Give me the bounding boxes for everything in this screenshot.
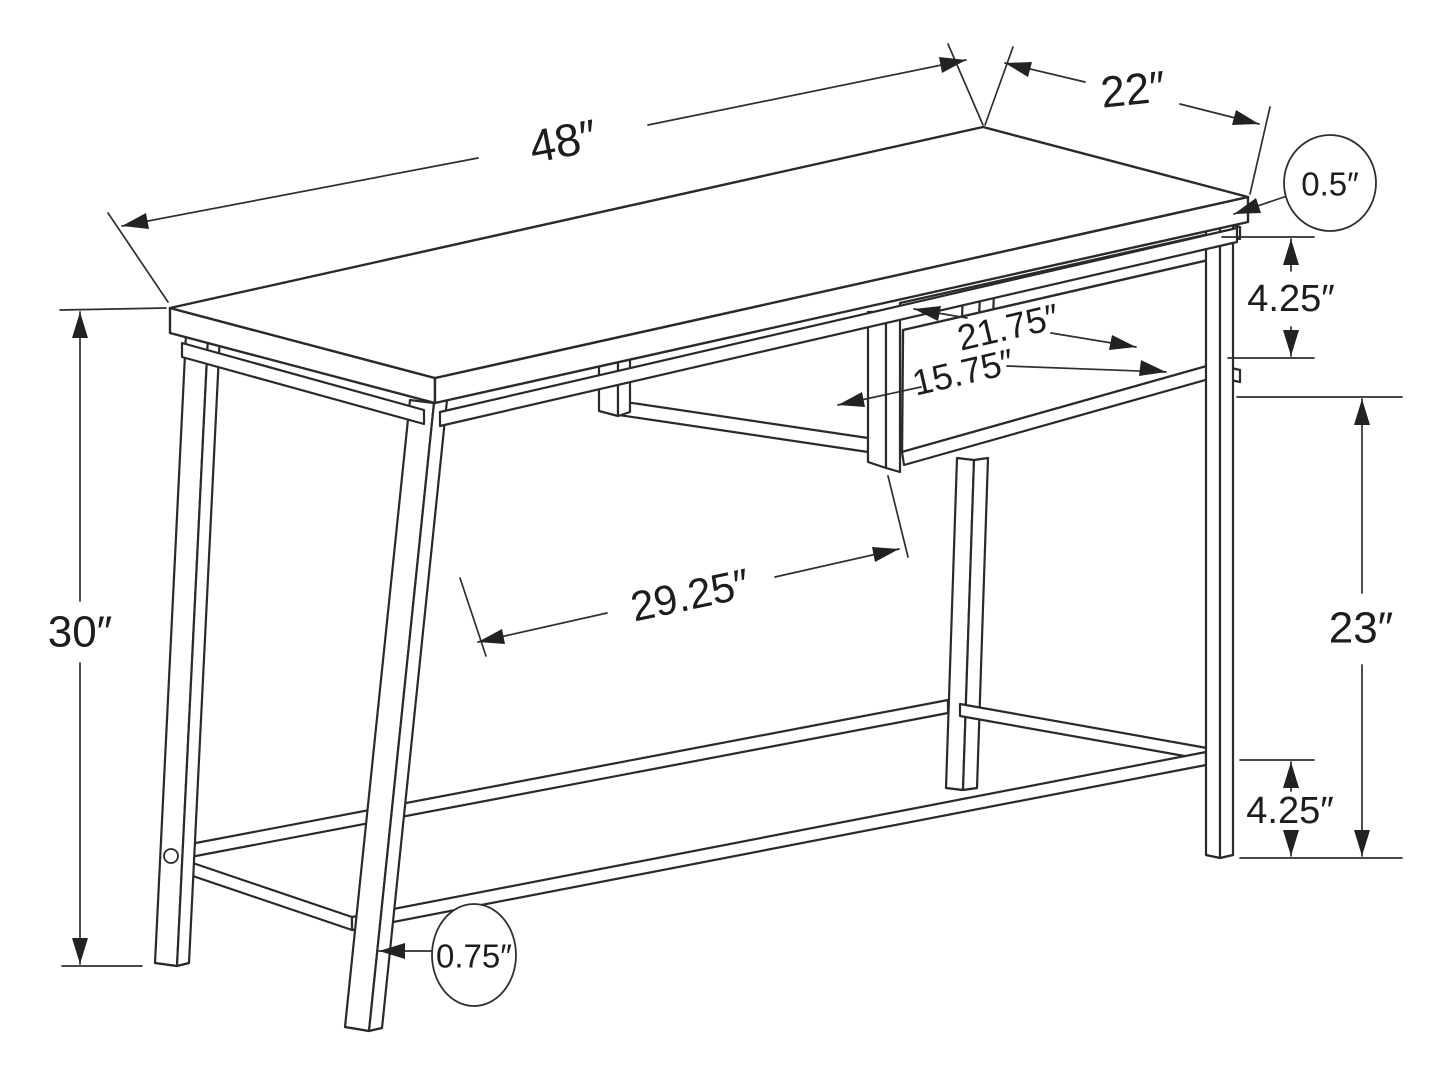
back-left-leg-foot bbox=[154, 962, 190, 967]
dim-30-tick-top bbox=[59, 307, 167, 311]
dim-frame-tube-label: 0.75″ bbox=[436, 938, 512, 975]
dim-425t-arrow-down bbox=[1283, 330, 1299, 356]
dim-1575-arrow-left bbox=[838, 392, 865, 407]
dim-leg-height: 23″ bbox=[1236, 396, 1403, 859]
dim-22-arrow-left bbox=[1005, 62, 1032, 77]
dim-2925-arrow-left bbox=[478, 629, 505, 644]
front-right-leg-side bbox=[1218, 221, 1235, 860]
desktop-top-face bbox=[168, 125, 1250, 380]
dim-425t-arrow-up bbox=[1283, 239, 1299, 265]
dim-05-circle bbox=[1283, 134, 1377, 232]
dim-1575-arrow-right bbox=[1139, 360, 1166, 376]
dim-shelf-clearance: 4.25″ bbox=[1221, 236, 1335, 359]
dim-075-arrow bbox=[379, 943, 405, 959]
dim-48-ext-right bbox=[947, 43, 984, 126]
front-left-leg-foot bbox=[344, 1026, 383, 1032]
dim-48-line bbox=[121, 59, 967, 227]
dim-desk-width: 48″ bbox=[107, 43, 984, 303]
front-stretcher bbox=[350, 750, 1208, 932]
dim-desk-height-label: 30″ bbox=[48, 608, 113, 657]
dim-stretcher-height: 4.25″ bbox=[1239, 759, 1334, 857]
shelf-bracket bbox=[866, 310, 888, 470]
dim-48-ext-left bbox=[107, 212, 169, 303]
dim-shelf-clearance-label: 4.25″ bbox=[1247, 278, 1334, 320]
dim-425b-arrow-up bbox=[1283, 762, 1299, 788]
dim-kneehole-width: 29.25″ bbox=[459, 475, 909, 657]
dim-desk-height: 30″ bbox=[48, 307, 167, 967]
right-stretcher bbox=[958, 702, 1209, 762]
dim-stretcher-height-label: 4.25″ bbox=[1246, 790, 1333, 832]
dim-30-arrow-down bbox=[72, 938, 88, 964]
front-right-leg bbox=[1204, 222, 1222, 860]
dim-30-arrow-up bbox=[72, 312, 88, 338]
dim-48-arrow-right bbox=[939, 57, 966, 73]
leg-bolt-hole bbox=[163, 848, 179, 864]
dim-2925-ext-right bbox=[887, 475, 909, 558]
dim-425b-arrow-down bbox=[1283, 830, 1299, 856]
tray-rail bbox=[610, 398, 870, 454]
desktop bbox=[168, 125, 1250, 405]
dim-23-arrow-down bbox=[1354, 830, 1370, 856]
dim-2925-ext-left bbox=[459, 577, 487, 657]
dim-2925-arrow-right bbox=[872, 547, 899, 562]
dim-05-arrow bbox=[1234, 198, 1261, 214]
left-end-rail bbox=[180, 341, 426, 426]
dim-075-circle bbox=[431, 903, 517, 1007]
dim-22-ext-left bbox=[984, 46, 1014, 126]
front-right-leg-foot bbox=[1205, 854, 1234, 859]
dim-kneehole-width-label: 29.25″ bbox=[626, 560, 753, 631]
dim-22-arrow-right bbox=[1232, 110, 1259, 125]
dim-top-thickness: 0.5″ bbox=[1233, 134, 1377, 232]
dim-desk-depth-label: 22″ bbox=[1098, 62, 1167, 117]
dim-top-thickness-label: 0.5″ bbox=[1301, 166, 1359, 203]
dim-2175-arrow-left bbox=[914, 306, 941, 321]
back-right-leg-foot bbox=[945, 787, 978, 791]
dim-desk-width-label: 48″ bbox=[525, 109, 601, 173]
dim-48-arrow-left bbox=[122, 213, 149, 229]
shelf-bracket-side bbox=[884, 307, 902, 474]
dim-2175-arrow-right bbox=[1109, 335, 1136, 350]
dim-22-ext-right bbox=[1249, 106, 1271, 195]
left-stretcher bbox=[176, 856, 354, 932]
front-rail bbox=[438, 226, 1239, 428]
aprons bbox=[180, 226, 1239, 428]
dim-23-arrow-up bbox=[1354, 399, 1370, 425]
floor-stretchers bbox=[176, 698, 1209, 932]
dim-frame-tube: 0.75″ bbox=[378, 903, 517, 1007]
dim-desk-depth: 22″ bbox=[984, 46, 1271, 195]
dim-leg-height-label: 23″ bbox=[1329, 604, 1394, 653]
